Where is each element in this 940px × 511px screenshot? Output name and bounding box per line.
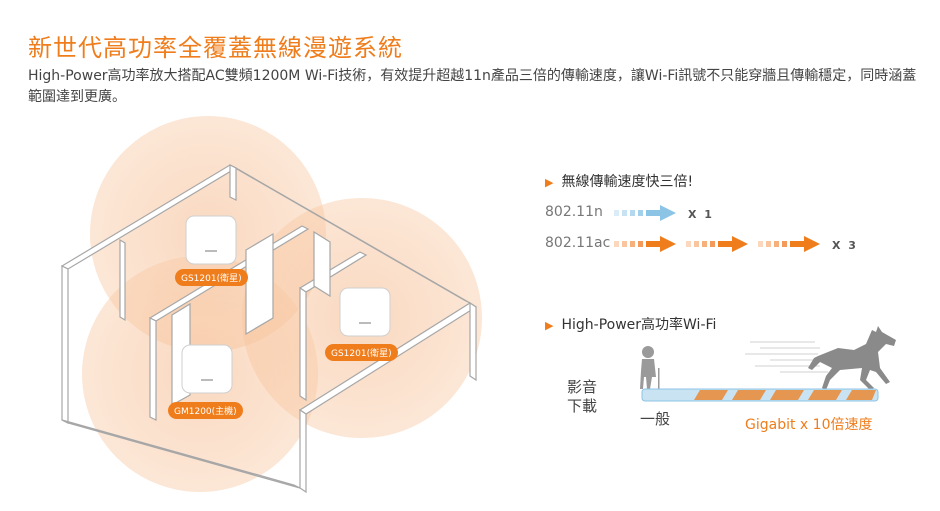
device-tag-ap3: GM1200(主機) — [168, 402, 243, 419]
page-title: 新世代高功率全覆蓋無線漫遊系統 — [28, 34, 403, 62]
gigabit-label: Gigabit x 10倍速度 — [745, 417, 873, 433]
access-point-2 — [339, 287, 391, 337]
device-tag-ap2: GS1201(衛星) — [325, 344, 398, 361]
row-label-11ac: 802.11ac — [545, 235, 611, 251]
power-heading: ▶ High-Power高功率Wi-Fi — [545, 314, 716, 334]
elderly-walker-icon — [640, 346, 660, 389]
speed-race-illustration — [640, 326, 896, 402]
speed-arrow-11n — [614, 205, 676, 221]
speed-arrows-11ac — [614, 236, 820, 252]
speed-heading-text: 無線傳輸速度快三倍! — [561, 174, 694, 190]
download-label-line2: 下載 — [567, 397, 598, 415]
multiplier-11ac: X 3 — [832, 239, 858, 252]
power-heading-text: High-Power高功率Wi-Fi — [561, 317, 717, 333]
normal-label: 一般 — [640, 410, 671, 428]
page-description: High-Power高功率放大搭配AC雙頻1200M Wi-Fi技術，有效提升超… — [28, 68, 917, 105]
speed-heading: ▶ 無線傳輸速度快三倍! — [545, 171, 693, 191]
download-label-line1: 影音 — [567, 378, 598, 396]
triangle-bullet-icon: ▶ — [545, 319, 554, 332]
horse-icon — [808, 326, 896, 390]
access-point-3 — [181, 344, 233, 394]
row-label-11n: 802.11n — [545, 204, 603, 220]
floorplan-illustration — [60, 116, 482, 494]
triangle-bullet-icon: ▶ — [545, 176, 554, 189]
access-point-1 — [185, 215, 237, 265]
multiplier-11n: X 1 — [688, 208, 714, 221]
download-label: 影音 下載 — [567, 378, 597, 416]
device-tag-ap1: GS1201(衛星) — [175, 269, 248, 286]
